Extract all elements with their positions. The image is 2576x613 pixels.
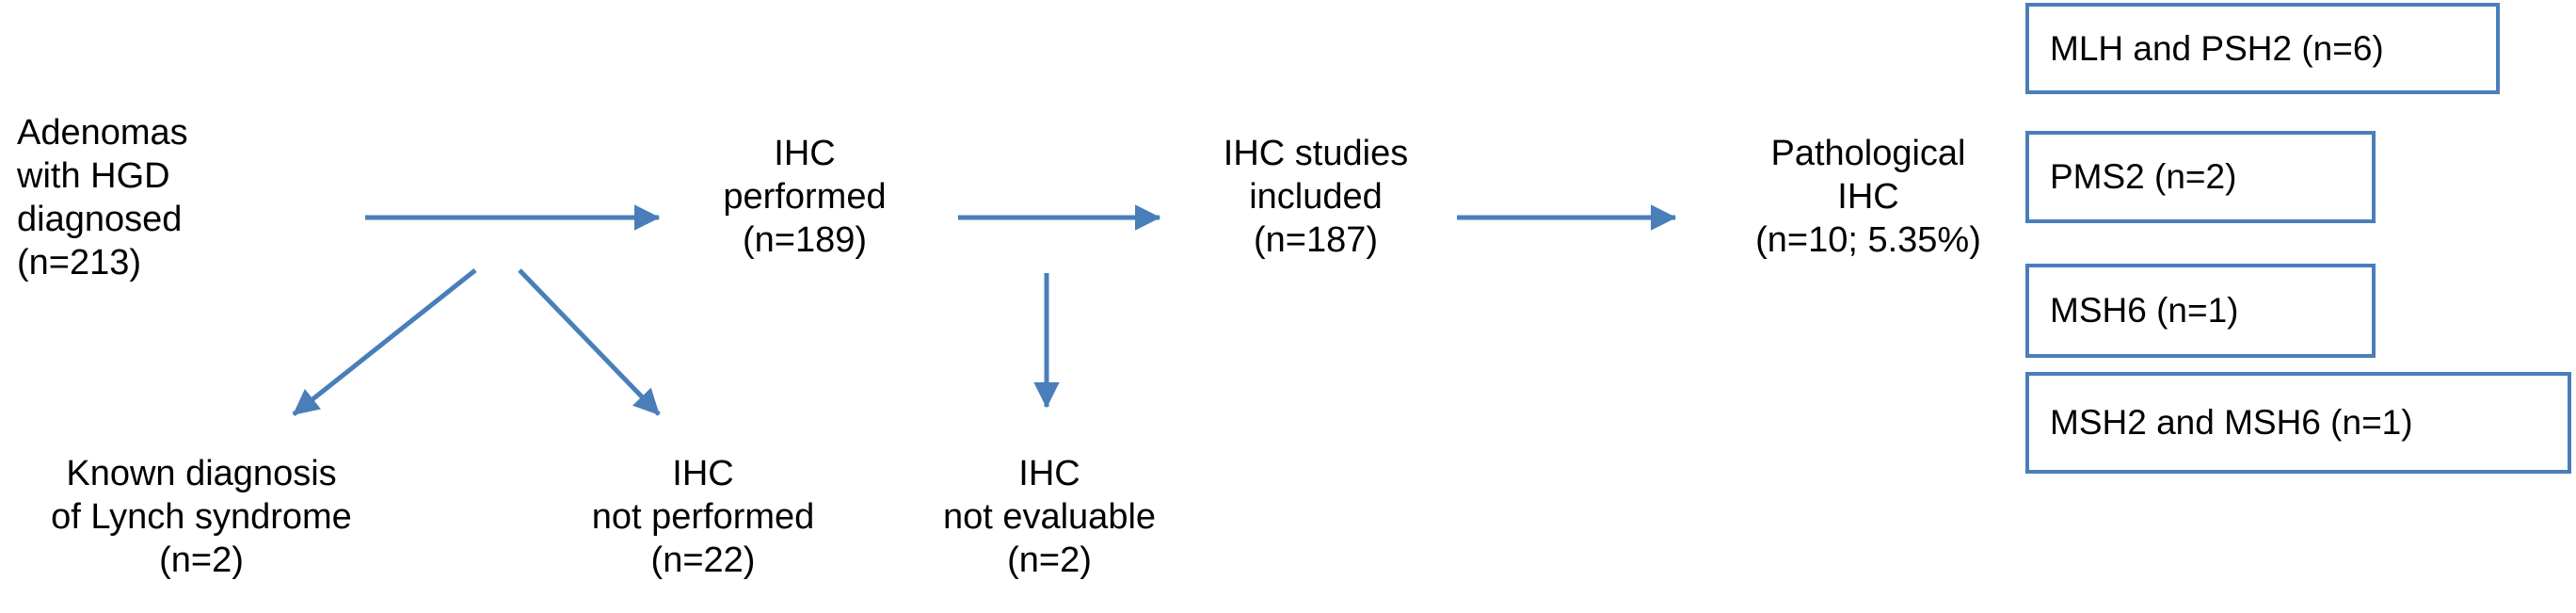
- node-ihc-not-performed: IHC not performed (n=22): [591, 454, 815, 580]
- node-ihc-performed: IHC performed (n=189): [723, 134, 887, 260]
- outcome-label: PMS2 (n=2): [2050, 157, 2237, 196]
- outcome-label: MLH and PSH2 (n=6): [2050, 28, 2384, 68]
- outcome-box-msh2-msh6[interactable]: MSH2 and MSH6 (n=1): [2025, 372, 2571, 474]
- node-pathological-ihc: Pathological IHC (n=10; 5.35%): [1755, 134, 1981, 260]
- node-known-diagnosis-lynch: Known diagnosis of Lynch syndrome (n=2): [51, 454, 352, 580]
- outcome-label: MSH6 (n=1): [2050, 291, 2239, 330]
- node-ihc-not-evaluable: IHC not evaluable (n=2): [942, 454, 1157, 580]
- node-ihc-studies-included: IHC studies included (n=187): [1223, 134, 1409, 260]
- arrow-source-to-ihc-not-performed: [518, 268, 661, 416]
- arrow-source-to-known-lynch: [292, 268, 477, 416]
- outcome-box-msh6[interactable]: MSH6 (n=1): [2025, 264, 2376, 358]
- outcome-label: MSH2 and MSH6 (n=1): [2050, 403, 2413, 442]
- outcome-box-mlh-psh2[interactable]: MLH and PSH2 (n=6): [2025, 3, 2500, 94]
- node-adenomas-with-hgd: Adenomas with HGD diagnosed (n=213): [17, 113, 188, 282]
- outcome-box-pms2[interactable]: PMS2 (n=2): [2025, 131, 2376, 223]
